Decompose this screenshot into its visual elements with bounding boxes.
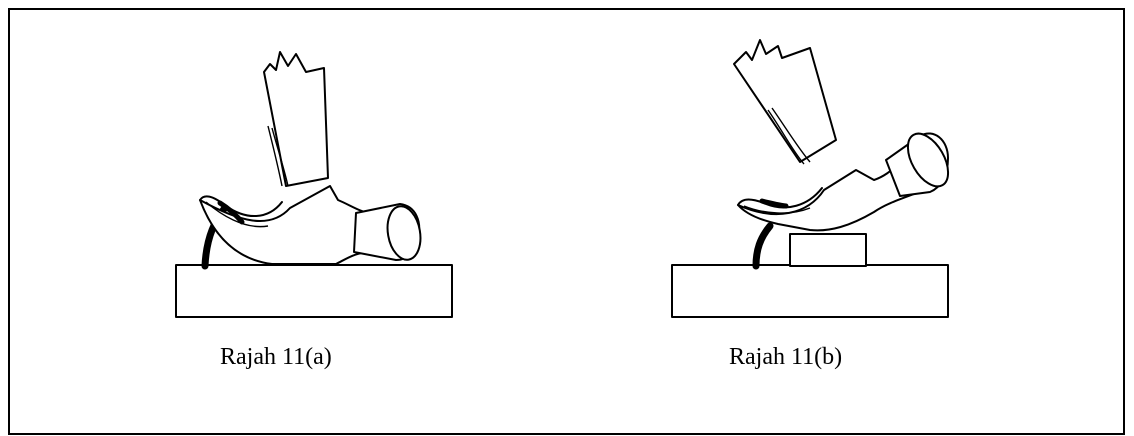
hammer-head <box>737 159 915 232</box>
support-block <box>789 233 867 267</box>
hammer-handle <box>733 39 837 163</box>
caption-figure-b: Rajah 11(b) <box>729 344 843 370</box>
caption-figure-a: Rajah 11(a) <box>220 344 332 370</box>
nail <box>752 222 774 270</box>
hammer-head <box>199 185 373 265</box>
diagram-frame <box>8 8 1125 435</box>
wood-block <box>175 264 453 318</box>
hammer-figure-a <box>175 51 453 318</box>
hammer-handle <box>263 51 329 187</box>
hammer-figure-b <box>671 39 950 318</box>
wood-block <box>671 264 949 318</box>
